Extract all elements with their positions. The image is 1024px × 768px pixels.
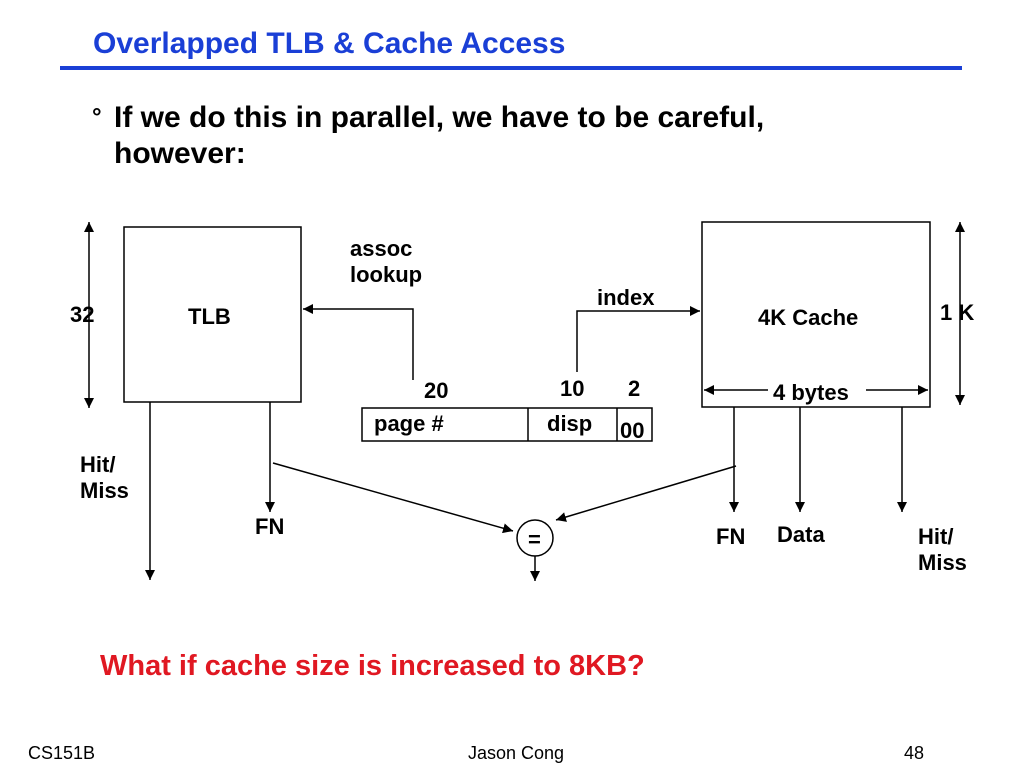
page-bits-label: 20 [424, 378, 449, 403]
footer-course: CS151B [28, 743, 96, 763]
cache-label: 4K Cache [758, 305, 859, 330]
title-underline [60, 66, 962, 70]
tlb-hit-line-2: Miss [80, 478, 129, 503]
assoc-line-2: lookup [350, 262, 423, 287]
disp-bits-label: 10 [560, 376, 585, 401]
tlb-label: TLB [188, 304, 231, 329]
assoc-lookup-label: assoc lookup [350, 236, 422, 288]
tlb-fn-label: FN [255, 514, 285, 539]
cache-hit-line-2: Miss [918, 550, 967, 575]
compare-symbol: = [528, 527, 541, 552]
cache-height-label: 1 K [940, 300, 975, 325]
page-field-label: page # [374, 411, 444, 436]
disp-field-label: disp [547, 411, 593, 436]
offset-field-label: 00 [620, 418, 645, 443]
tlb-box [123, 226, 302, 403]
index-arrow [576, 306, 700, 372]
question-text: What if cache size is increased to 8KB? [100, 650, 645, 682]
cache-fn-label: FN [716, 524, 746, 549]
cache-data-label: Data [777, 522, 825, 547]
bytes-label: 4 bytes [773, 380, 849, 405]
slide-title: Overlapped TLB & Cache Access [93, 27, 566, 60]
tlb-to-compare-line [272, 462, 514, 534]
bullet-mark: ° [92, 104, 102, 131]
cache-box [701, 221, 931, 408]
cache-hit-line-1: Hit/ [918, 524, 954, 549]
index-label: index [597, 285, 655, 310]
offset-bits-label: 2 [628, 376, 641, 401]
tlb-hit-miss-label: Hit/ Miss [80, 452, 129, 504]
tlb-height-label: 32 [70, 302, 95, 327]
bullet-text: If we do this in parallel, we have to be… [114, 101, 765, 170]
assoc-lookup-arrow [303, 304, 414, 380]
footer-author: Jason Cong [468, 743, 565, 763]
assoc-line-1: assoc [350, 236, 413, 261]
cache-to-compare-line [555, 465, 737, 522]
address-register [361, 407, 653, 442]
tlb-hit-line-1: Hit/ [80, 452, 116, 477]
cache-hit-miss-label: Hit/ Miss [918, 524, 967, 576]
footer-page-number: 48 [904, 743, 925, 763]
